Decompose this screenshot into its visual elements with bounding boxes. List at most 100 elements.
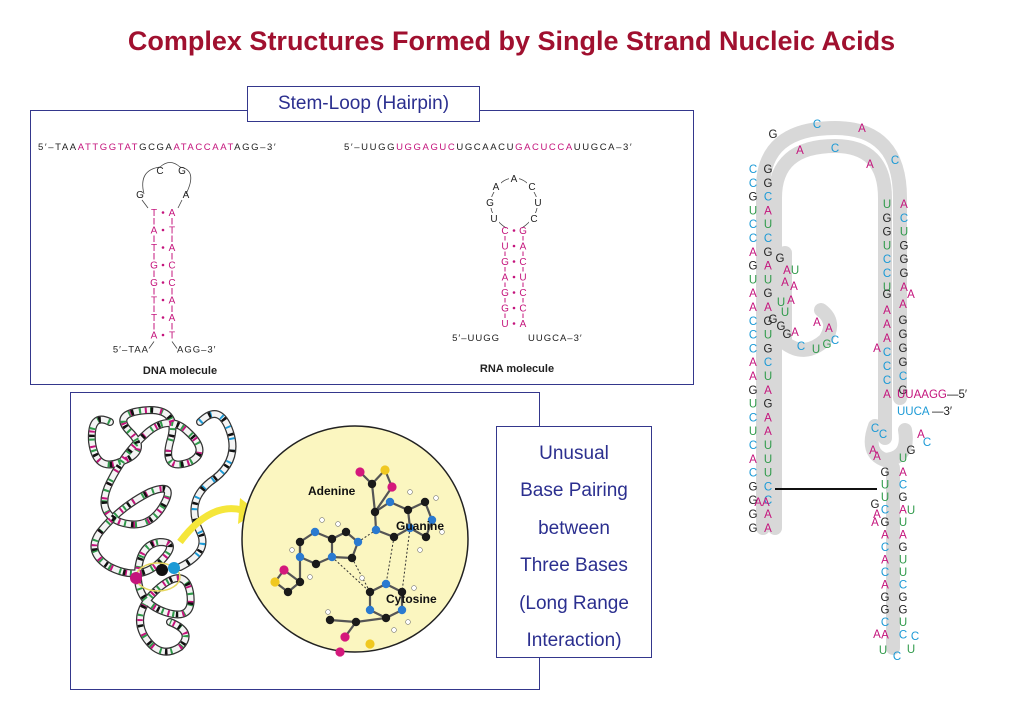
molecule-atom [380,465,390,475]
trna-base: G [883,289,892,301]
dna-stem-base: T [151,243,157,254]
trna-base: C [764,192,772,204]
trna-base: G [899,329,908,341]
trna-base: U [900,227,908,239]
trna-base: G [764,288,773,300]
trna-base: A [749,454,757,466]
molecule-atom [381,579,391,589]
trna-base: C [764,481,772,493]
rna-stem-base: G [501,257,509,268]
dna-tail-backbone [171,341,178,349]
trna-base: G [764,247,773,259]
dna-base-pair-bond [161,333,165,337]
stem-loop-label: Stem-Loop (Hairpin) [247,86,480,122]
trna-base: A [900,282,908,294]
dna-stem-base: T [151,313,157,324]
trna-base: U [749,274,757,286]
rna-stem-base: C [519,304,526,315]
molecule-atom [327,534,337,544]
callout-line: between [538,517,610,539]
rna-base-pair-bond [512,291,516,294]
trna-base: U [764,219,772,231]
trna-base: U [879,645,887,657]
molecule-atom [371,525,381,535]
hydrogen-bond [401,527,411,593]
hydrogen-atom [307,574,313,580]
trna-base: G [881,467,890,479]
molecule-atom [295,552,305,562]
unusual-pairing-callout: Unusual Base Pairing between Three Bases… [496,426,652,658]
hydrogen-atom [439,529,445,535]
hydrogen-bond [331,556,371,593]
trna-base: C [749,178,757,190]
trna-base: A [787,295,795,307]
dna-loop-base: G [136,190,144,201]
molecule-atom [367,479,377,489]
trna-base: U [764,274,772,286]
molecule-atom [347,553,357,563]
molecule-atom [325,615,335,625]
trna-base: A [907,289,915,301]
trna-base: U [764,371,772,383]
molecule-atom [335,647,345,657]
trna-base: A [764,385,772,397]
dna-stem-base: T [151,208,157,219]
rna-bottom-5-prime: 5′–UUGG [452,333,500,344]
rna-stem-base: U [501,319,508,330]
dna-loop-backbone [141,166,192,209]
rna-stem-base: A [520,319,527,330]
trna-base: U [791,265,799,277]
rna-ribbon-bases-cyan [178,411,236,570]
dna-loop-base: C [156,166,163,177]
trna-base: C [749,219,757,231]
trna-base: G [881,592,890,604]
molecule-atom [310,527,320,537]
zoom-arrow-shaft [177,505,243,545]
callout-line: Base Pairing [520,480,628,502]
trna-base: A [764,302,772,314]
trna-base: A [783,265,791,277]
molecule-atom [270,577,280,587]
hydrogen-atom [289,547,295,553]
molecule-bond [374,486,393,513]
trna-base: AA [754,497,770,509]
rna-stem-base: C [501,226,508,237]
trna-base: A [899,467,907,479]
trna-base: G [883,213,892,225]
trna-base: C [899,371,907,383]
rna-bottom-3-prime: UUGCA–3′ [528,333,583,344]
trna-base: G [749,523,758,535]
trna-base: U [749,426,757,438]
dna-base-pair-bond [161,263,165,267]
guanine-label: Guanine [396,519,444,533]
hydrogen-atom [325,609,331,615]
trna-base: A [796,145,804,157]
dna-stem-base: T [169,226,175,237]
trna-base: U [899,517,907,529]
trna-base: A [749,247,757,259]
hydrogen-atom [335,521,341,527]
trna-base: G [764,399,773,411]
rna-stem-base: U [519,273,526,284]
rna-loop-base-bg [489,213,499,224]
trna-5-end: —5′ [947,389,967,401]
cytosine-sphere [168,562,180,574]
dna-stem-base: A [169,208,176,219]
rna-loop-base: U [490,214,497,225]
trna-5-end-bases: UUAAGG [897,389,947,401]
trna-base: A [866,159,874,171]
trna-base: U [881,480,889,492]
molecule-atom [365,605,375,615]
rna-loop-base: C [530,214,537,225]
trna-base: U [764,440,772,452]
trna-base: A [791,327,799,339]
hydrogen-atom [359,575,365,581]
molecule-atom [387,482,397,492]
trna-base: C [831,143,839,155]
trna-base: C [749,440,757,452]
trna-backbone [768,139,892,535]
trna-base: U [883,199,891,211]
rna-loop-base: A [493,182,500,193]
trna-base: C [881,617,889,629]
